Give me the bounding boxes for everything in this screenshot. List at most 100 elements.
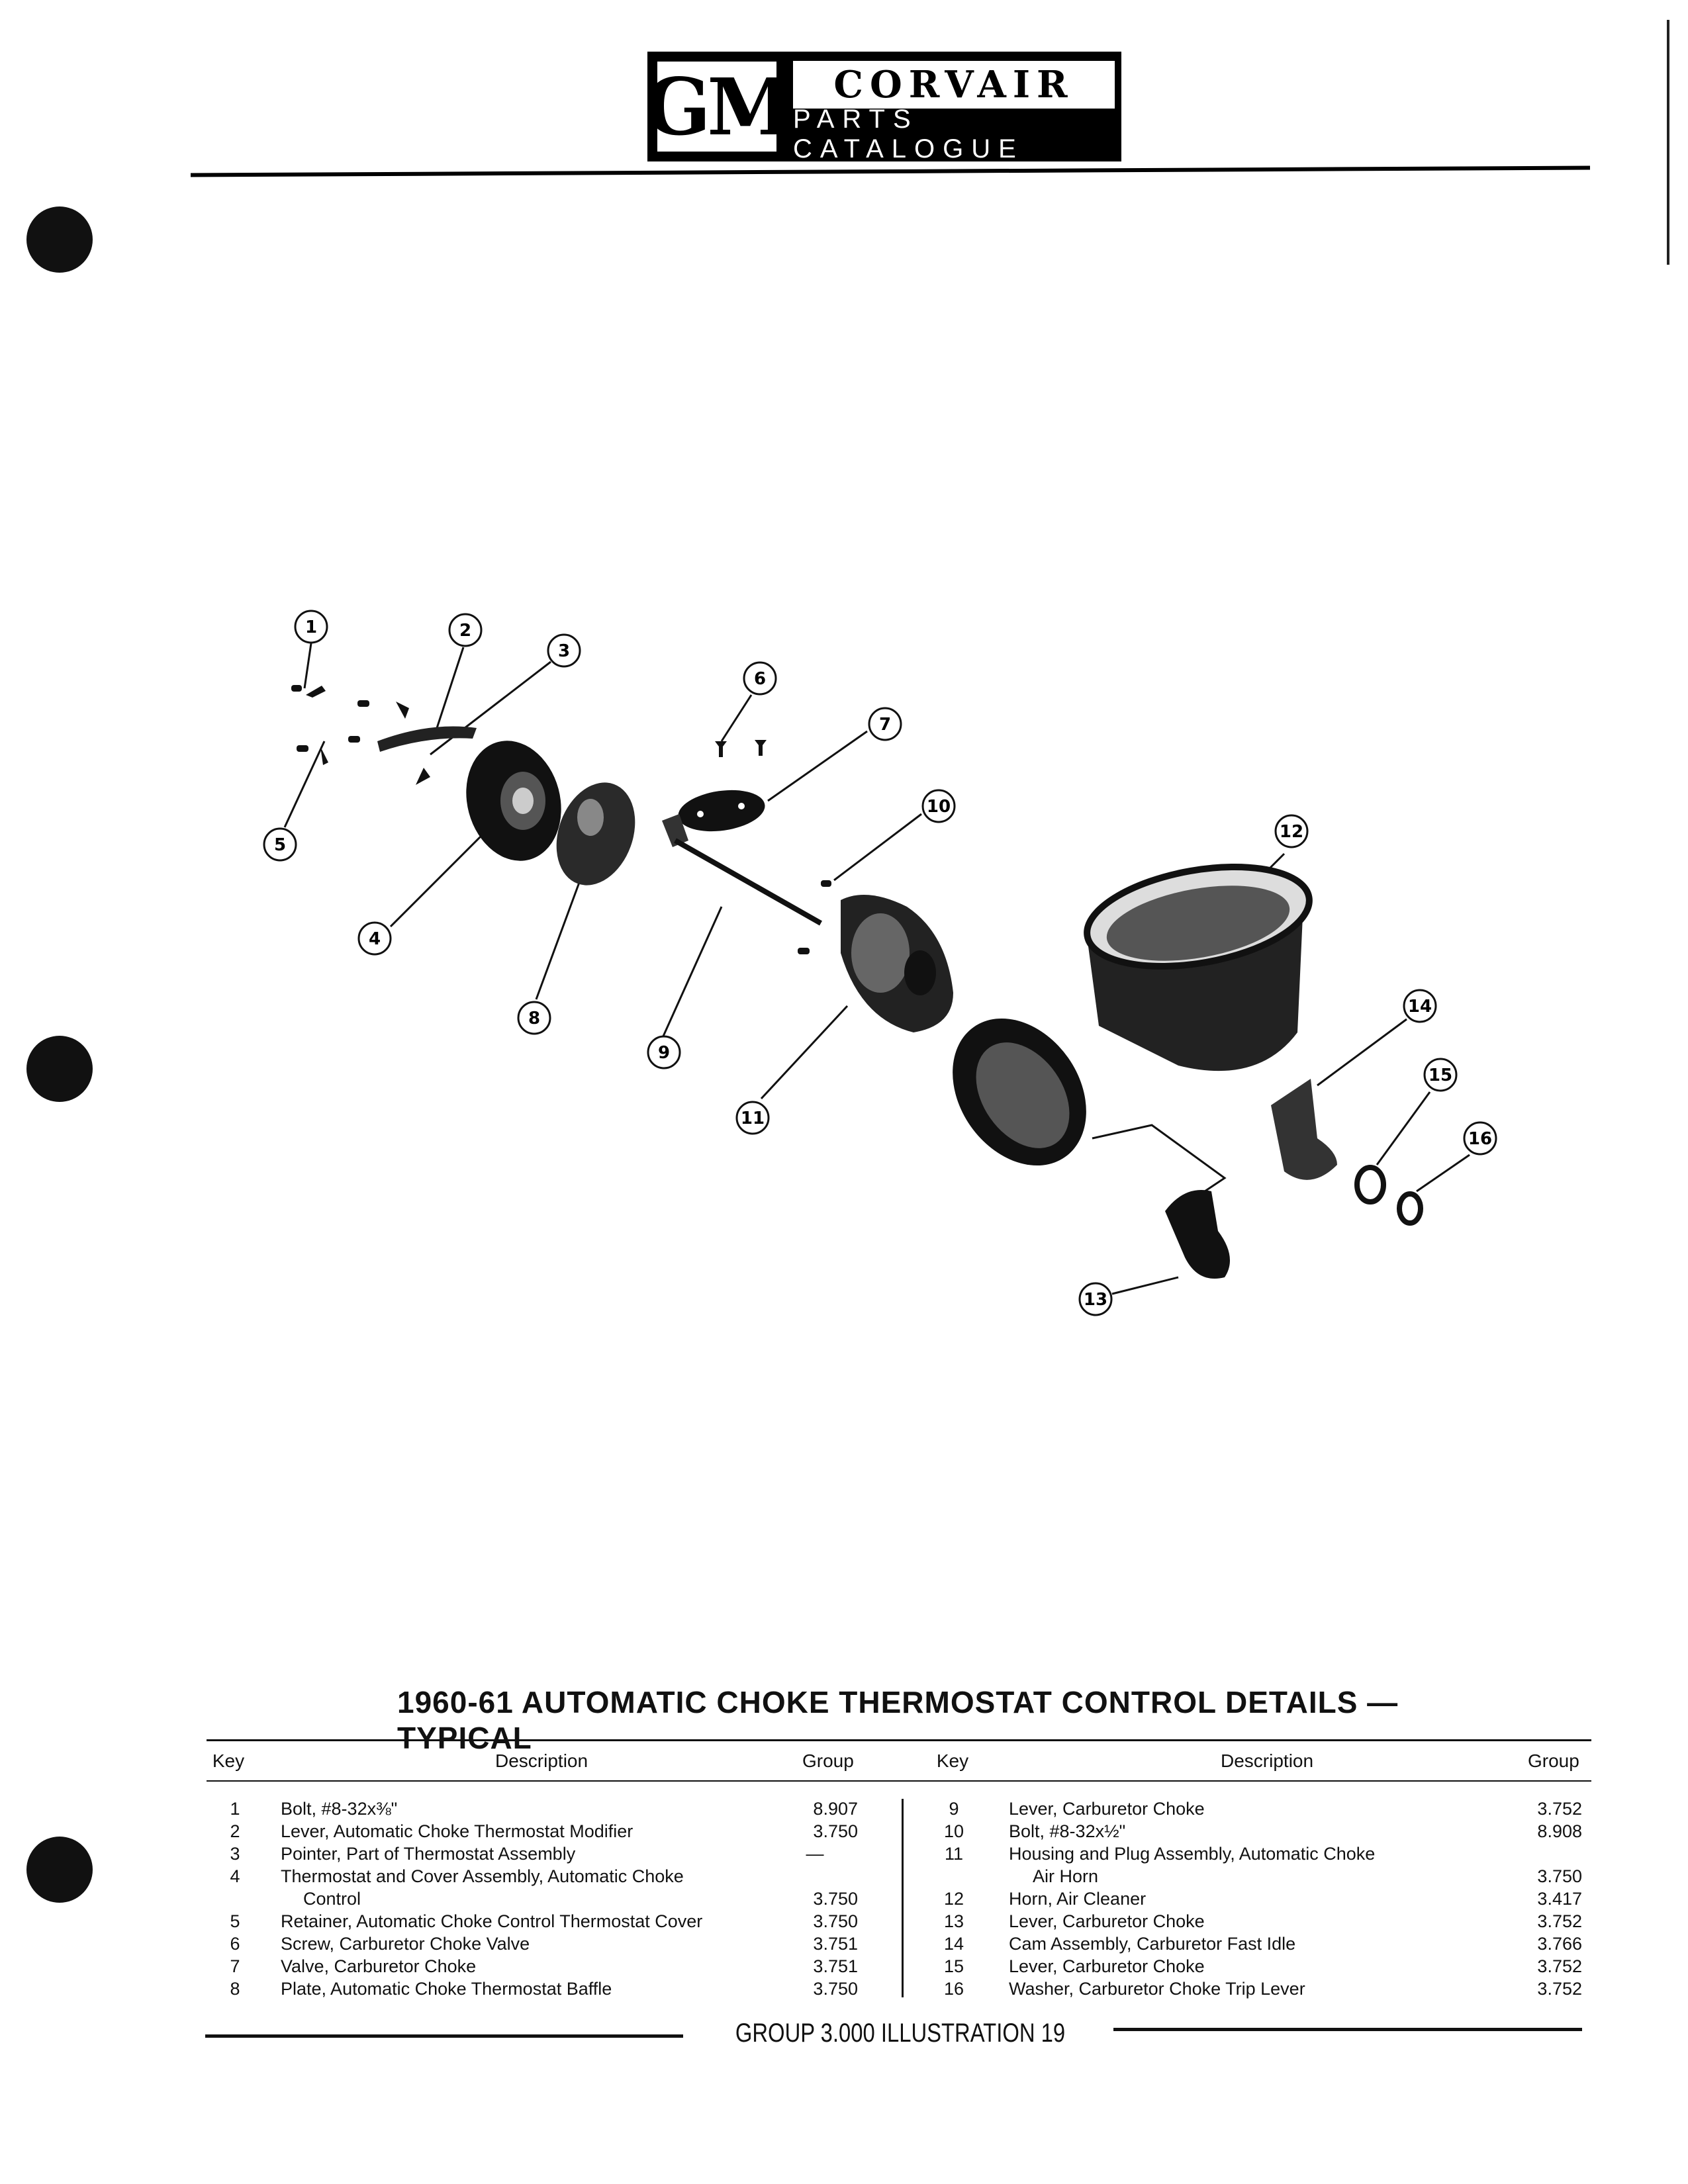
page-edge-line: [1667, 20, 1669, 265]
table-row-group: 3.417: [1537, 1889, 1582, 1909]
choke-valve: [678, 790, 765, 832]
table-row-group: 3.752: [1537, 1956, 1582, 1976]
table-row-group: 3.750: [813, 1979, 858, 1999]
callout-6: 6: [743, 661, 777, 696]
table-row-key: 5: [230, 1911, 240, 1931]
callout-16: 16: [1463, 1121, 1497, 1156]
table-row-key: 14: [943, 1934, 964, 1954]
table-row-key: 9: [949, 1799, 959, 1819]
pointer: [416, 768, 430, 785]
header-group-right: Group: [1528, 1751, 1579, 1771]
svg-text:13: 13: [1084, 1290, 1107, 1310]
fast-idle-cam: [1271, 1079, 1337, 1180]
svg-text:2: 2: [459, 621, 471, 641]
binder-hole-bottom: [26, 1837, 93, 1903]
illustration-title: 1960-61 AUTOMATIC CHOKE THERMOSTAT CONTR…: [397, 1685, 1399, 1755]
table-column-divider: [902, 1799, 904, 1997]
callout-3: 3: [547, 633, 581, 668]
bolts-and-retainers: [291, 685, 409, 765]
table-row-description: Housing and Plug Assembly, Automatic Cho…: [1009, 1844, 1376, 1864]
svg-text:8: 8: [528, 1009, 540, 1028]
choke-lever-shaft: [662, 814, 822, 926]
table-row-group: 3.752: [1537, 1911, 1582, 1931]
svg-text:3: 3: [558, 641, 570, 661]
table-row-description-cont: Control: [303, 1889, 361, 1909]
table-row-description: Cam Assembly, Carburetor Fast Idle: [1009, 1934, 1296, 1954]
callout-13: 13: [1078, 1282, 1113, 1316]
svg-text:15: 15: [1429, 1066, 1452, 1085]
trip-lever-washer: [1397, 1191, 1423, 1226]
choke-housing: [841, 895, 953, 1032]
table-row-group: 3.750: [813, 1821, 858, 1841]
table-row-group: 3.750: [813, 1889, 858, 1909]
air-cleaner-horn: [953, 864, 1313, 1166]
table-row-group: 3.751: [813, 1934, 858, 1954]
svg-text:12: 12: [1280, 822, 1303, 842]
table-top-rule: [207, 1739, 1591, 1741]
callout-11: 11: [735, 1101, 770, 1135]
table-row-description: Bolt, #8-32x⅜": [281, 1799, 398, 1819]
gm-logo-mark: GM: [644, 52, 794, 161]
svg-text:16: 16: [1468, 1129, 1492, 1149]
housing-bolts: [798, 880, 831, 954]
callout-5: 5: [263, 827, 297, 862]
table-row-description: Pointer, Part of Thermostat Assembly: [281, 1844, 576, 1864]
callout-7: 7: [868, 707, 902, 741]
table-row-group: 3.750: [1537, 1866, 1582, 1886]
svg-text:7: 7: [879, 715, 891, 735]
choke-lever-15: [1354, 1165, 1386, 1205]
table-row-description-cont: Air Horn: [1033, 1866, 1099, 1886]
callout-4: 4: [357, 921, 392, 956]
table-row-key: 7: [230, 1956, 240, 1976]
table-row-description: Screw, Carburetor Choke Valve: [281, 1934, 530, 1954]
table-row-group: 3.752: [1537, 1799, 1582, 1819]
footer-rule-right: [1113, 2028, 1582, 2031]
table-row-description: Lever, Carburetor Choke: [1009, 1799, 1205, 1819]
svg-text:6: 6: [754, 669, 766, 689]
binder-hole-top: [26, 206, 93, 273]
callouts: 1 2 3 4 5 6 7 8 9 10 11 12 13 14 15 16: [263, 610, 1497, 1316]
table-row-key: 6: [230, 1934, 240, 1954]
table-row-description: Horn, Air Cleaner: [1009, 1889, 1147, 1909]
table-row-description: Washer, Carburetor Choke Trip Lever: [1009, 1979, 1305, 1999]
svg-text:14: 14: [1408, 997, 1432, 1017]
header-group-left: Group: [802, 1751, 854, 1771]
table-row-group: 8.908: [1537, 1821, 1582, 1841]
callout-9: 9: [647, 1035, 681, 1069]
callout-12: 12: [1274, 814, 1309, 848]
table-row-description: Bolt, #8-32x½": [1009, 1821, 1126, 1841]
svg-text:4: 4: [369, 929, 381, 949]
table-row-group: —: [806, 1844, 824, 1864]
table-row-group: 8.907: [813, 1799, 858, 1819]
callout-10: 10: [921, 789, 956, 823]
header-description-right: Description: [1221, 1751, 1314, 1771]
brand-name: CORVAIR: [793, 61, 1115, 109]
thermostat-cover: [466, 741, 561, 861]
svg-text:10: 10: [927, 797, 951, 817]
table-header-rule: [207, 1780, 1591, 1782]
svg-text:9: 9: [658, 1043, 670, 1063]
table-row-key: 1: [230, 1799, 240, 1819]
svg-text:5: 5: [274, 835, 286, 855]
table-row-key: 2: [230, 1821, 240, 1841]
valve-screws: [715, 740, 767, 757]
callout-8: 8: [517, 1001, 551, 1035]
table-row-description: Lever, Carburetor Choke: [1009, 1911, 1205, 1931]
table-row-key: 13: [943, 1911, 964, 1931]
modifier-lever: [377, 726, 477, 752]
table-row-group: 3.750: [813, 1911, 858, 1931]
svg-text:11: 11: [741, 1109, 765, 1128]
callout-15: 15: [1423, 1058, 1458, 1092]
table-row-description: Valve, Carburetor Choke: [281, 1956, 477, 1976]
table-row-key: 16: [943, 1979, 964, 1999]
table-row-key: 11: [944, 1844, 964, 1864]
table-row-key: 10: [943, 1821, 964, 1841]
footer-group-illustration: GROUP 3.000 ILLUSTRATION 19: [735, 2019, 1066, 2048]
table-row-description: Plate, Automatic Choke Thermostat Baffle: [281, 1979, 612, 1999]
choke-lever-13: [1165, 1190, 1230, 1279]
table-row-key: 8: [230, 1979, 240, 1999]
callout-14: 14: [1403, 989, 1437, 1023]
svg-text:1: 1: [305, 617, 317, 637]
table-row-description: Thermostat and Cover Assembly, Automatic…: [281, 1866, 684, 1886]
